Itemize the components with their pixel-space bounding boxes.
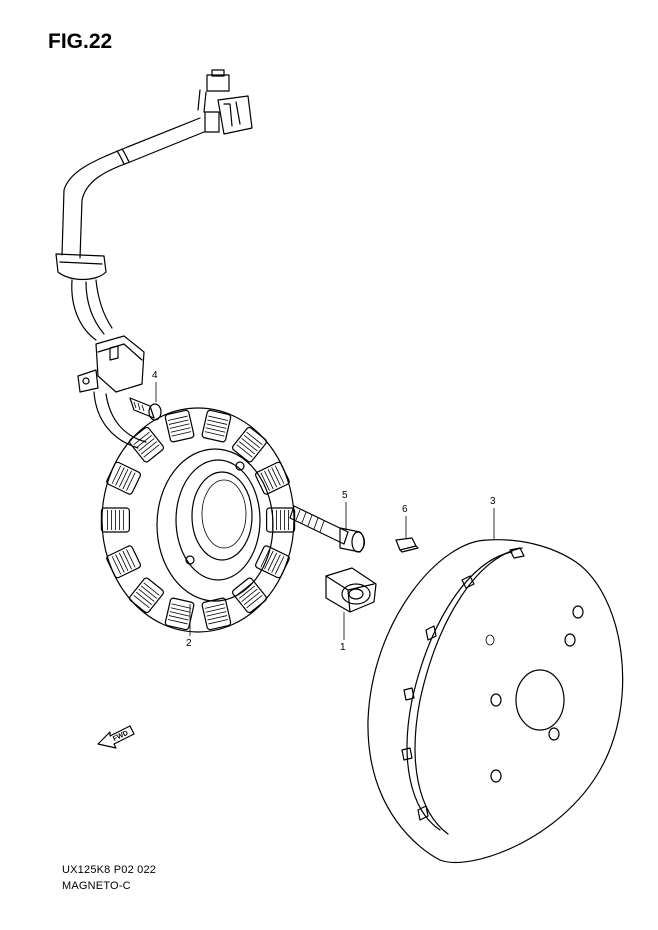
callout-part-6: 6 bbox=[402, 504, 408, 515]
figure-title: FIG.22 bbox=[48, 30, 113, 53]
stator-coil-pole bbox=[164, 409, 195, 443]
stator-coil-pole bbox=[232, 577, 267, 614]
callout-part-3: 3 bbox=[490, 496, 496, 507]
harness-grommet bbox=[55, 253, 107, 281]
stator-coil-pole bbox=[129, 426, 164, 463]
stator-coil-pole bbox=[254, 461, 290, 495]
stator-coil-pole bbox=[106, 461, 142, 495]
stator-coil-pole bbox=[201, 597, 232, 631]
harness-connector-large bbox=[204, 95, 253, 135]
stator-coil-pole bbox=[201, 409, 232, 443]
nut-part-1 bbox=[325, 567, 377, 613]
stator-coil-pole bbox=[254, 545, 290, 579]
model-code-label: UX125K8 P02 022 bbox=[62, 864, 157, 876]
stator-coil-pole bbox=[100, 507, 131, 533]
stator-coil-pole bbox=[164, 597, 195, 631]
stator-coil-pole bbox=[266, 507, 296, 533]
stator-assembly bbox=[100, 407, 296, 633]
callouts: 4 5 6 3 2 1 bbox=[152, 370, 496, 653]
callout-part-1: 1 bbox=[340, 642, 346, 653]
section-name-label: MAGNETO-C bbox=[62, 880, 131, 892]
stator-coil-pole bbox=[129, 577, 164, 614]
bolt-part-5 bbox=[289, 505, 366, 553]
callout-part-2: 2 bbox=[186, 638, 192, 649]
callout-part-5: 5 bbox=[342, 490, 348, 501]
stator-coil-pole bbox=[232, 426, 267, 463]
woodruff-key-part-6 bbox=[395, 537, 419, 553]
pickup-coil-block bbox=[77, 335, 145, 393]
harness-connector-small bbox=[197, 69, 230, 113]
flywheel-rotor-part-3 bbox=[367, 539, 624, 864]
screw-part-4 bbox=[129, 397, 162, 421]
wire-harness bbox=[55, 69, 253, 449]
forward-direction-arrow: FWD bbox=[97, 725, 135, 749]
stator-coil-pole bbox=[106, 545, 142, 579]
callout-part-4: 4 bbox=[152, 370, 158, 381]
